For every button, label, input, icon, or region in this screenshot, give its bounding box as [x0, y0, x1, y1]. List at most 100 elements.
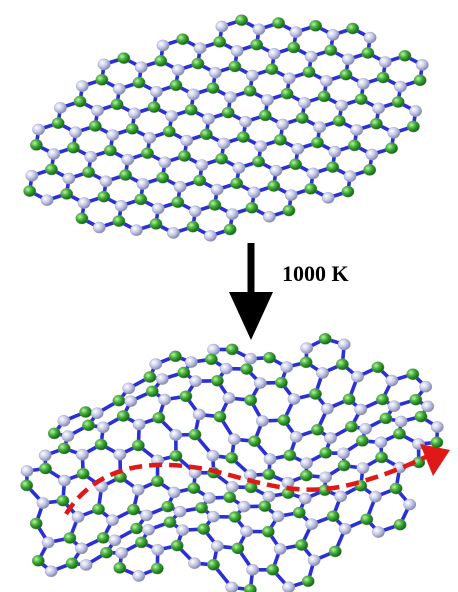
diffusion-path — [64, 444, 450, 516]
atom-green — [163, 516, 177, 529]
atom-green — [162, 125, 176, 138]
atom-lavender — [188, 205, 202, 218]
atom-green — [258, 500, 272, 513]
atom-green — [135, 536, 148, 549]
atom-green — [191, 57, 205, 70]
atom-green — [280, 87, 294, 100]
atom-green — [152, 411, 166, 424]
atom-lavender — [305, 518, 319, 531]
temperature-label: 1000 K — [282, 261, 349, 286]
atom-lavender — [136, 178, 150, 190]
atom-lavender — [169, 429, 183, 441]
atom-lavender — [58, 474, 71, 487]
atom-lavender — [300, 457, 313, 470]
atom-lavender — [237, 500, 251, 513]
atom-green — [156, 171, 170, 184]
atom-lavender — [134, 61, 148, 73]
atom-lavender — [32, 123, 45, 136]
atom-lavender — [276, 118, 290, 131]
atom-lavender — [106, 129, 120, 141]
atom-green — [346, 22, 360, 35]
atom-green — [143, 371, 157, 383]
atom-lavender — [372, 102, 385, 115]
atom-lavender — [320, 402, 334, 415]
atom-green — [369, 117, 383, 130]
atom-lavender — [343, 170, 357, 182]
atom-lavender — [247, 186, 261, 199]
atom-green — [266, 564, 280, 576]
atom-lavender — [124, 395, 138, 408]
atom-green — [304, 182, 318, 195]
atom-lavender — [246, 564, 260, 576]
atom-green — [184, 104, 198, 116]
atom-lavender — [369, 490, 382, 503]
atom-lavender — [319, 75, 333, 87]
atom-green — [197, 523, 211, 535]
atom-lavender — [202, 113, 216, 125]
atom-green — [223, 223, 237, 236]
atom-lavender — [188, 557, 201, 570]
atom-green — [250, 38, 264, 51]
atom-green — [170, 539, 184, 552]
atom-lavender — [298, 97, 311, 109]
atom-lavender — [173, 180, 187, 193]
atom-green — [168, 350, 182, 363]
atom-lavender — [112, 83, 126, 95]
atom-lavender — [36, 497, 50, 509]
atom-lavender — [76, 448, 89, 461]
atom-lavender — [232, 162, 246, 174]
atom-lavender — [206, 510, 220, 523]
atom-green — [215, 152, 229, 165]
atom-green — [113, 562, 127, 574]
atom-lavender — [262, 210, 276, 223]
atom-lavender — [115, 547, 129, 559]
atom-lavender — [282, 72, 296, 85]
atom-green — [225, 452, 239, 464]
atom-lavender — [321, 192, 335, 204]
atom-green — [337, 459, 351, 472]
atom-green — [95, 74, 109, 86]
atom-lavender — [269, 164, 283, 177]
atom-green — [244, 583, 257, 592]
atom-green — [413, 74, 427, 87]
atom-lavender — [90, 407, 104, 420]
atom-green — [75, 212, 89, 225]
atom-green — [228, 511, 242, 523]
atom-lavender — [403, 498, 417, 511]
atom-lavender — [263, 453, 277, 465]
atom-lavender — [142, 524, 155, 536]
atom-lavender — [254, 140, 268, 152]
atom-green — [385, 142, 398, 154]
atom-green — [295, 539, 309, 551]
atom-green — [206, 82, 220, 94]
atom-lavender — [334, 490, 348, 503]
atom-lavender — [354, 403, 368, 416]
atom-green — [149, 218, 163, 230]
atom-lavender — [365, 148, 379, 161]
atom-lavender — [193, 42, 207, 55]
atom-green — [272, 17, 285, 29]
atom-lavender — [189, 375, 203, 388]
atom-green — [31, 555, 45, 567]
atom-lavender — [97, 58, 111, 71]
atom-lavender — [287, 393, 301, 405]
atom-lavender — [156, 39, 170, 52]
atom-green — [243, 85, 257, 97]
atom-green — [169, 79, 183, 92]
atom-lavender — [173, 505, 187, 518]
atom-lavender — [244, 352, 257, 365]
down-arrow-head — [229, 292, 273, 340]
atom-green — [414, 410, 428, 423]
atom-green — [213, 36, 227, 48]
atom-lavender — [255, 415, 269, 427]
atom-green — [406, 120, 420, 133]
atom-lavender — [363, 31, 377, 44]
atom-green — [161, 500, 175, 513]
atom-lavender — [99, 175, 113, 188]
atom-green — [145, 385, 159, 398]
atom-green — [47, 427, 61, 440]
atom-lavender — [291, 143, 305, 155]
atom-lavender — [378, 56, 392, 68]
atom-lavender — [155, 373, 169, 385]
atom-lavender — [316, 367, 329, 379]
